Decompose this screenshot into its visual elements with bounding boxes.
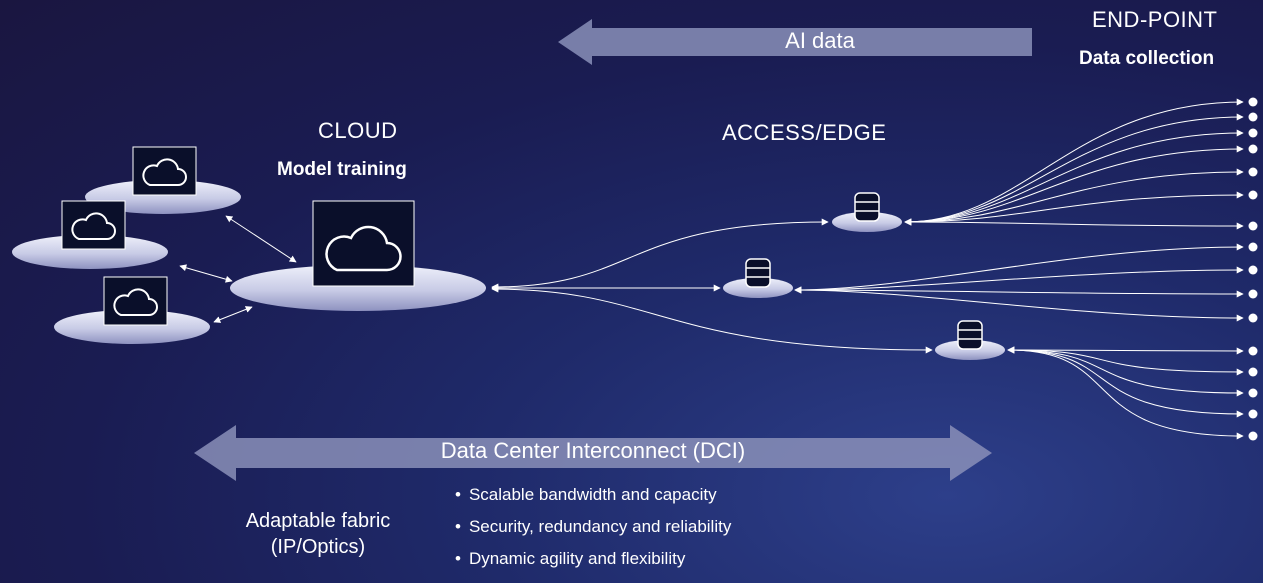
endpoint-link <box>794 286 1244 322</box>
feature-item: Dynamic agility and flexibility <box>455 546 731 572</box>
endpoint-links <box>794 98 1244 440</box>
endpoint-link <box>904 191 1244 226</box>
cloud-node-main <box>230 200 486 311</box>
endpoint-link <box>904 129 1244 226</box>
endpoint-link <box>1007 346 1244 418</box>
endpoint-dot <box>1248 289 1258 299</box>
endpoint-link <box>794 266 1244 294</box>
cloud-icon <box>71 212 116 240</box>
cloud-icon <box>142 158 187 186</box>
endpoint-dot <box>1248 388 1258 398</box>
ai-data-arrow <box>558 19 1032 65</box>
edge-node-2 <box>723 258 793 298</box>
cloud-icon <box>113 288 158 316</box>
edge-node-1 <box>832 192 902 232</box>
endpoint-dot <box>1248 144 1258 154</box>
edge-node-3 <box>935 320 1005 360</box>
link-edge-3 <box>491 285 933 354</box>
cloud-node-small-3 <box>54 276 210 344</box>
endpoint-link <box>1007 346 1244 440</box>
endpoint-dot <box>1248 167 1258 177</box>
fabric-label: Adaptable fabric (IP/Optics) <box>232 508 404 560</box>
cloud-subtitle: Model training <box>277 159 407 180</box>
endpoint-dot <box>1248 313 1258 323</box>
link-edge-1 <box>491 218 829 291</box>
endpoint-subtitle: Data collection <box>1079 48 1215 69</box>
database-icon <box>745 258 771 288</box>
endpoint-dot <box>1248 242 1258 252</box>
feature-list: Scalable bandwidth and capacity Security… <box>455 482 731 578</box>
fabric-line-2: (IP/Optics) <box>270 536 366 558</box>
endpoint-dot <box>1248 190 1258 200</box>
link-cloud-3 <box>213 306 253 323</box>
cloud-node-small-2 <box>12 200 168 269</box>
feature-item: Security, redundancy and reliability <box>455 514 731 540</box>
cloud-title: CLOUD <box>318 118 398 143</box>
endpoint-dots <box>1248 97 1258 441</box>
edge-title: ACCESS/EDGE <box>722 120 887 145</box>
endpoint-dot <box>1248 431 1258 441</box>
endpoint-dot <box>1248 221 1258 231</box>
dci-label: Data Center Interconnect (DCI) <box>440 438 746 463</box>
fabric-line-1: Adaptable fabric <box>245 510 391 532</box>
endpoint-dot <box>1248 367 1258 377</box>
endpoint-dot <box>1248 409 1258 419</box>
endpoint-dot <box>1248 265 1258 275</box>
endpoint-dot <box>1248 112 1258 122</box>
endpoint-dot <box>1248 346 1258 356</box>
database-icon <box>854 192 880 222</box>
cloud-icon <box>325 225 402 272</box>
endpoint-link <box>904 218 1244 230</box>
link-cloud-2 <box>179 264 233 283</box>
dci-arrow <box>194 425 992 481</box>
endpoint-dot <box>1248 97 1258 107</box>
endpoint-dot <box>1248 128 1258 138</box>
endpoint-title: END-POINT <box>1092 7 1218 32</box>
endpoint-link <box>794 243 1244 294</box>
database-icon <box>957 320 983 350</box>
feature-item: Scalable bandwidth and capacity <box>455 482 731 508</box>
link-cloud-1 <box>225 215 297 263</box>
ai-data-label: AI data <box>785 28 855 53</box>
